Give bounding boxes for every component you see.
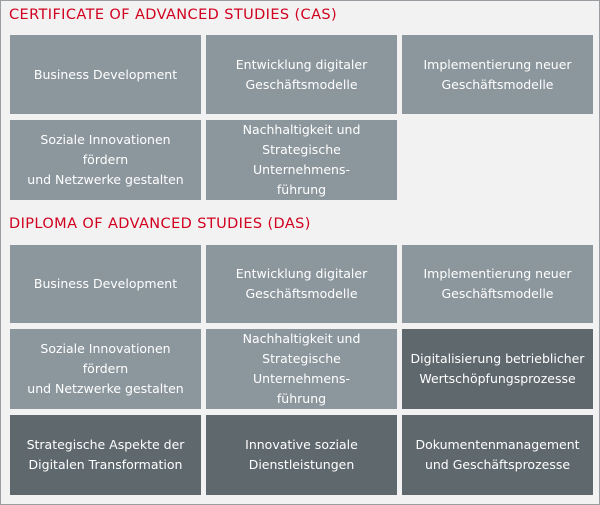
cas-module-business-development: Business Development — [10, 35, 201, 114]
cas-heading: CERTIFICATE OF ADVANCED STUDIES (CAS) — [9, 7, 338, 23]
das-module-dokumentenmanagement: Dokumentenmanagement und Geschäftsprozes… — [402, 415, 593, 495]
cas-module-soziale-innovationen: Soziale Innovationen fördern und Netzwer… — [10, 120, 201, 200]
das-module-business-development: Business Development — [10, 245, 201, 323]
cas-module-entwicklung-geschaeftsmodelle: Entwicklung digitaler Geschäftsmodelle — [206, 35, 397, 114]
cas-module-implementierung-geschaeftsmodelle: Implementierung neuer Geschäftsmodelle — [402, 35, 593, 114]
das-module-nachhaltigkeit: Nachhaltigkeit und Strategische Unterneh… — [206, 329, 397, 409]
das-module-entwicklung-geschaeftsmodelle: Entwicklung digitaler Geschäftsmodelle — [206, 245, 397, 323]
das-heading: DIPLOMA OF ADVANCED STUDIES (DAS) — [9, 216, 311, 232]
das-module-implementierung-geschaeftsmodelle: Implementierung neuer Geschäftsmodelle — [402, 245, 593, 323]
das-module-digitalisierung: Digitalisierung betrieblicher Wertschöpf… — [402, 329, 593, 409]
das-module-soziale-innovationen: Soziale Innovationen fördern und Netzwer… — [10, 329, 201, 409]
das-module-soziale-dienstleistungen: Innovative soziale Dienstleistungen — [206, 415, 397, 495]
cas-module-nachhaltigkeit: Nachhaltigkeit und Strategische Unterneh… — [206, 120, 397, 200]
das-module-digitale-transformation: Strategische Aspekte der Digitalen Trans… — [10, 415, 201, 495]
